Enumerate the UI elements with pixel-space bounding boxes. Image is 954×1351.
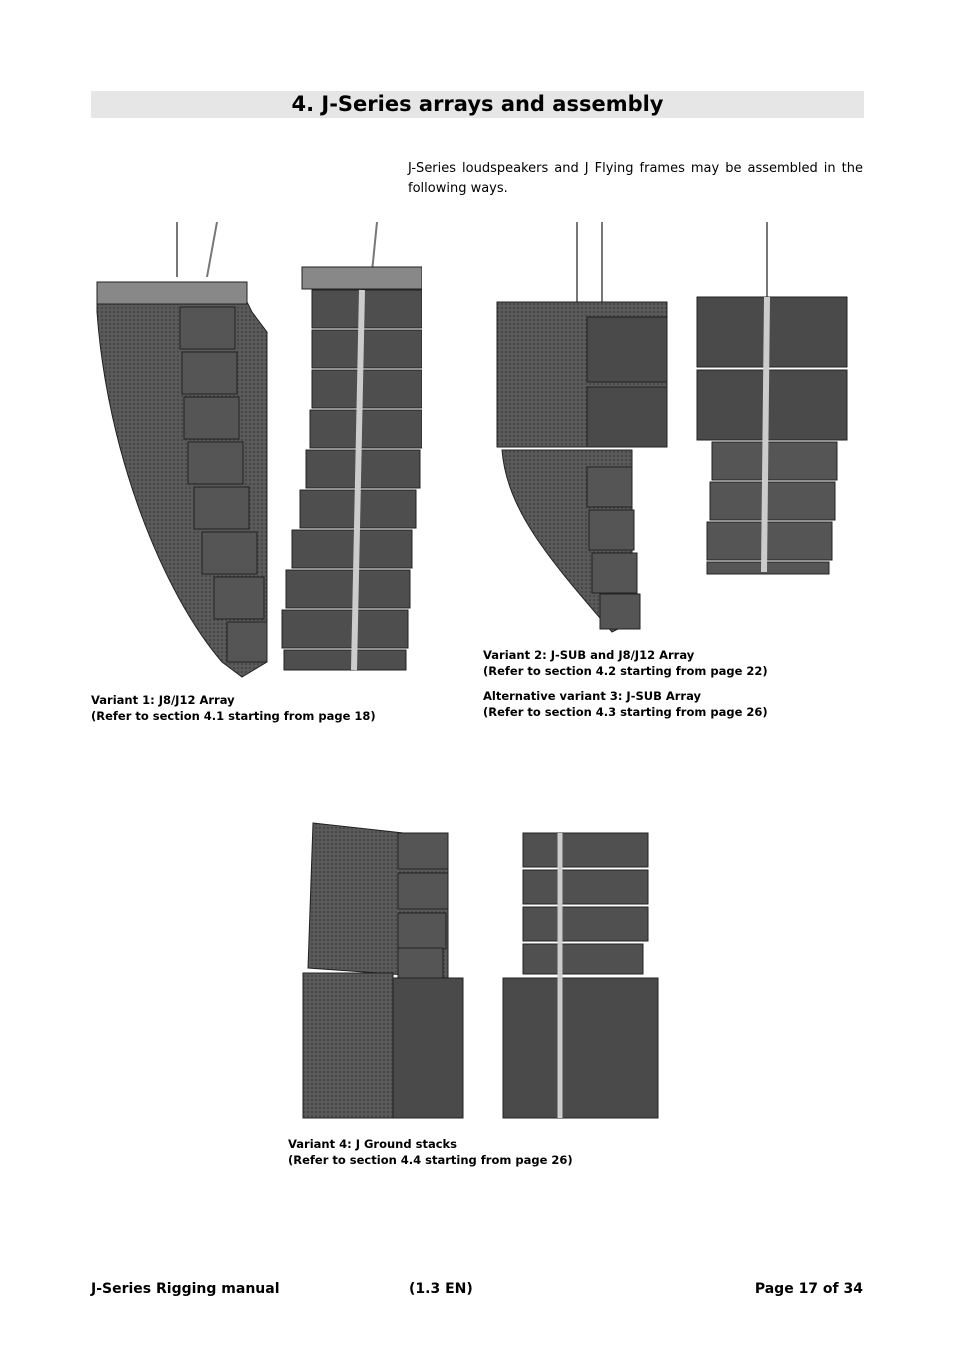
footer-version: (1.3 EN) [409, 1281, 473, 1297]
caption-variant-1-title: Variant 1: J8/J12 Array [91, 693, 235, 707]
caption-variant-3-title: Alternative variant 3: J-SUB Array [483, 689, 702, 703]
footer-manual-title: J-Series Rigging manual [91, 1281, 280, 1297]
caption-variant-4: Variant 4: J Ground stacks (Refer to sec… [288, 1136, 573, 1168]
intro-paragraph: J-Series loudspeakers and J Flying frame… [408, 161, 863, 196]
caption-variant-3-ref: (Refer to section 4.3 starting from page… [483, 705, 768, 719]
page-title: 4. J-Series arrays and assembly [291, 92, 664, 116]
caption-variant-1-ref: (Refer to section 4.1 starting from page… [91, 709, 376, 723]
caption-variant-2: Variant 2: J-SUB and J8/J12 Array (Refer… [483, 647, 768, 679]
caption-variant-2-ref: (Refer to section 4.2 starting from page… [483, 664, 768, 678]
variant-1-photo [96, 222, 422, 678]
caption-variant-4-ref: (Refer to section 4.4 starting from page… [288, 1153, 573, 1167]
title-bar: 4. J-Series arrays and assembly [91, 91, 864, 118]
footer-page-number: Page 17 of 34 [754, 1281, 863, 1297]
caption-variant-1: Variant 1: J8/J12 Array (Refer to sectio… [91, 692, 376, 724]
caption-variant-3: Alternative variant 3: J-SUB Array (Refe… [483, 688, 768, 720]
variant-4-photo [302, 822, 659, 1119]
caption-variant-2-title: Variant 2: J-SUB and J8/J12 Array [483, 648, 695, 662]
caption-variant-4-title: Variant 4: J Ground stacks [288, 1137, 458, 1151]
variant-2-3-photo [496, 222, 848, 633]
